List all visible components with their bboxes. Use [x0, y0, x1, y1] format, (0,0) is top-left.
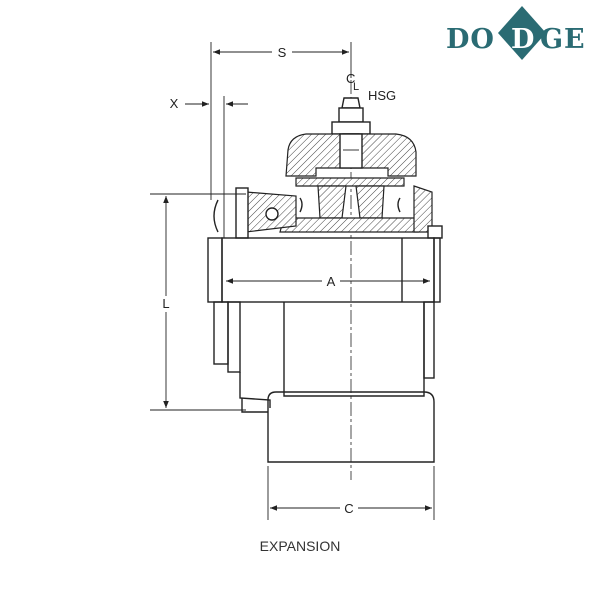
cl-label: C — [346, 71, 355, 86]
centerline-label: C L HSG — [346, 71, 396, 103]
dim-label-c: C — [344, 501, 353, 516]
logo-diamond — [498, 6, 546, 60]
dim-label-s: S — [278, 45, 287, 60]
dim-label-a: A — [327, 274, 336, 289]
dimension-l: L — [150, 193, 246, 411]
cl-sub-label: L — [353, 81, 359, 93]
shaft — [207, 237, 441, 303]
dimension-a: A — [226, 274, 430, 289]
logo-text-middle: D — [511, 24, 535, 55]
locking-collar — [213, 187, 297, 239]
bearing-element — [279, 177, 419, 233]
dimension-x: X — [170, 96, 248, 238]
dim-label-l: L — [162, 296, 169, 311]
hsg-label: HSG — [368, 88, 396, 103]
dimension-c: C — [267, 466, 435, 520]
logo-text-right: GE — [540, 24, 586, 55]
housing-base — [267, 391, 435, 463]
dodge-logo: DO D GE — [446, 6, 586, 60]
housing-section — [285, 133, 417, 177]
drawing-caption: EXPANSION — [259, 538, 341, 554]
housing-body — [213, 301, 435, 413]
logo-text-left: DO — [446, 24, 495, 55]
dim-label-x: X — [170, 96, 179, 111]
dimension-s: S — [210, 42, 352, 200]
seal-right — [413, 185, 443, 239]
